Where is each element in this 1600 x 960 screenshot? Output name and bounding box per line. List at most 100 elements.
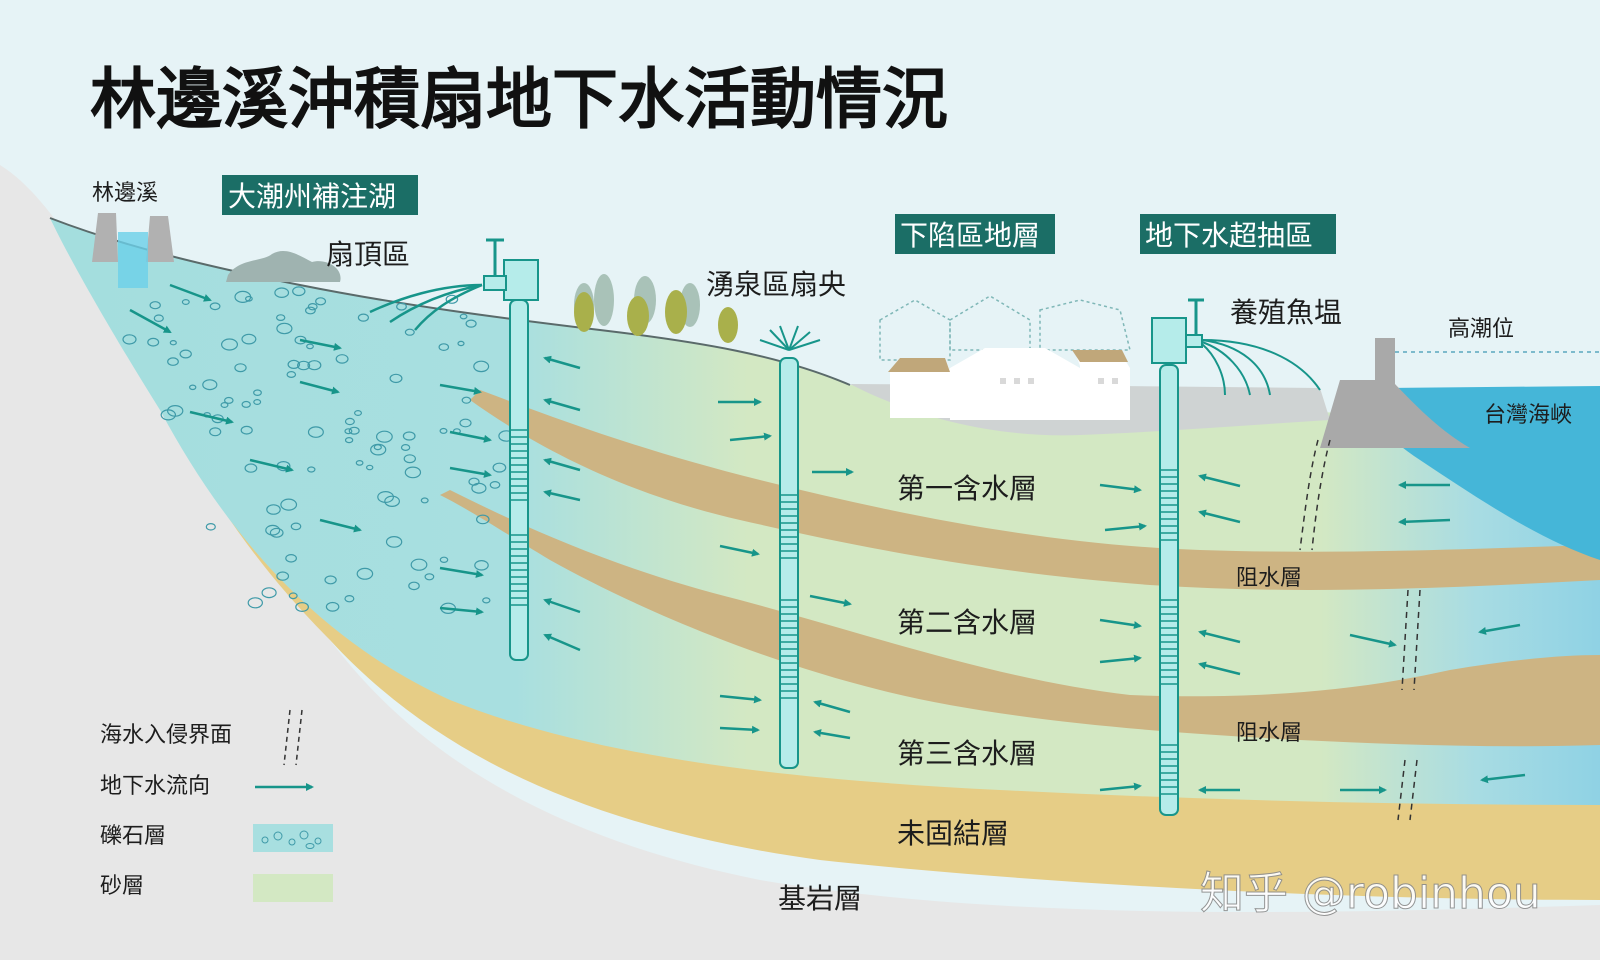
pebble: [181, 299, 190, 306]
flow-arrow: [169, 283, 212, 302]
pebble: [471, 482, 487, 494]
pebble: [295, 601, 310, 612]
pebble: [306, 343, 314, 350]
pebble: [438, 343, 450, 352]
well-overpumping: [1151, 298, 1321, 816]
pebble: [439, 556, 449, 564]
pebble: [209, 427, 222, 437]
pebble: [461, 396, 472, 404]
legend-pebbles-icon: [261, 830, 322, 849]
label-spring-zone: 湧泉區扇央: [706, 268, 846, 301]
legend-dashed-line-icon: [283, 709, 303, 766]
pebble: [344, 417, 355, 426]
flow-arrow: [1099, 782, 1142, 792]
legend-label-gravel: 礫石層: [100, 824, 166, 849]
flow-arrow: [449, 430, 492, 443]
flow-arrow: [1198, 509, 1241, 524]
pebble: [305, 306, 316, 315]
flow-arrow: [1480, 773, 1526, 784]
pebble: [166, 405, 184, 417]
pebble: [465, 319, 477, 328]
aquitard-lower: [440, 490, 1600, 747]
pebble: [292, 286, 306, 297]
label-aquitard-2: 阻水層: [1236, 721, 1302, 746]
pebble: [287, 359, 301, 369]
legend: 海水入侵界面 地下水流向 礫石層 砂層: [100, 709, 333, 902]
flow-arrow: [719, 694, 762, 704]
pebble: [420, 497, 429, 504]
pebble: [169, 340, 177, 346]
pebble: [459, 418, 472, 428]
flow-arrow: [813, 699, 851, 714]
pebble: [274, 287, 290, 298]
pebble: [122, 334, 137, 345]
pebble: [474, 559, 489, 571]
buildings: [879, 295, 1131, 420]
pebble: [276, 322, 293, 335]
pebble: [286, 371, 297, 379]
pebble: [240, 425, 253, 435]
flow-arrow: [729, 432, 772, 442]
pebble: [269, 527, 284, 538]
watermark: 知乎 @robinhou: [1200, 868, 1541, 919]
tag-recharge-lake: 大潮州補注湖: [222, 175, 418, 215]
flow-arrow: [129, 308, 172, 334]
pebble: [253, 389, 262, 397]
flow-arrow: [543, 598, 581, 614]
flow-arrow: [1198, 473, 1241, 488]
pebble: [315, 297, 327, 306]
pebble: [344, 428, 353, 435]
pebble: [424, 573, 435, 581]
pebble: [335, 354, 349, 364]
svg-text:大潮州補注湖: 大潮州補注湖: [228, 180, 396, 213]
flow-arrow: [1349, 633, 1397, 648]
flow-arrow: [299, 338, 342, 351]
flow-arrow: [543, 355, 581, 370]
pebble: [492, 462, 507, 473]
pebble: [324, 575, 337, 585]
pebble: [220, 402, 229, 409]
page-title: 林邊溪沖積扇地下水活動情況: [90, 61, 948, 138]
pebble: [439, 427, 448, 434]
flow-arrow: [719, 544, 760, 557]
pebble: [307, 360, 322, 371]
pebble: [297, 360, 311, 371]
flow-arrow: [1198, 629, 1241, 644]
pebble: [404, 466, 422, 479]
pebble: [482, 597, 491, 604]
pebble: [244, 463, 258, 473]
pebble: [188, 384, 197, 391]
pebble: [385, 536, 403, 548]
pebble: [244, 295, 253, 302]
pebble: [473, 360, 490, 373]
flow-arrow: [1099, 618, 1142, 630]
flow-arrow: [439, 383, 482, 395]
flow-arrow: [543, 489, 581, 502]
pebble: [373, 444, 382, 451]
river-dam-right: [146, 216, 174, 262]
flow-arrow: [543, 633, 581, 652]
pebble: [179, 349, 192, 359]
pebble: [167, 357, 179, 366]
pebble: [290, 522, 302, 531]
sprinkler-jets: [369, 283, 483, 331]
flow-arrow: [813, 729, 851, 740]
pebble: [489, 481, 501, 489]
label-high-tide: 高潮位: [1448, 317, 1514, 342]
flow-arrow: [439, 566, 484, 578]
pebble: [344, 595, 355, 603]
pebble: [280, 498, 298, 511]
pebble: [209, 302, 221, 311]
gravel-layer: [122, 286, 515, 615]
pebble: [384, 495, 401, 507]
aquitard-upper: [470, 390, 1600, 590]
pebble: [404, 328, 415, 336]
pebble: [348, 426, 360, 435]
svg-text:地下水超抽區: 地下水超抽區: [1145, 219, 1313, 252]
pebble: [265, 524, 281, 536]
pebble: [253, 399, 262, 406]
pebble: [408, 581, 420, 591]
legend-gravel-swatch: [253, 824, 333, 852]
flow-arrow: [543, 397, 581, 412]
seawall: [1320, 338, 1470, 448]
